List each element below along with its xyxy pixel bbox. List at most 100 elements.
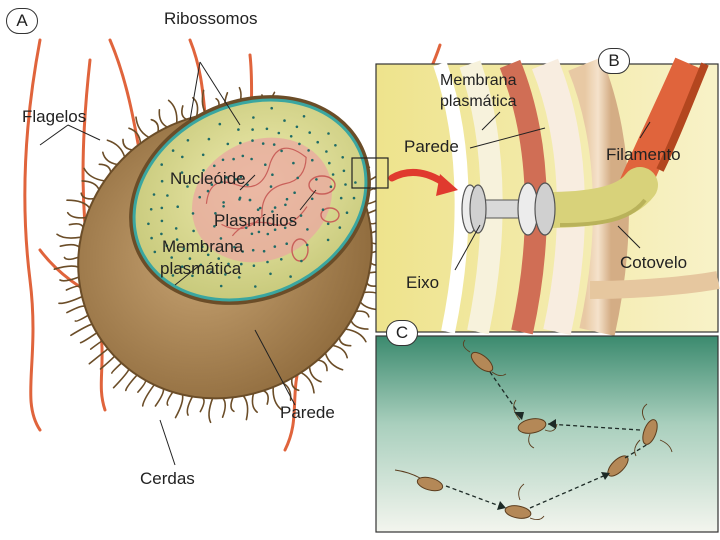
ribosome-dot	[273, 206, 277, 209]
ribosome-dot	[311, 158, 314, 162]
ribosome-dot	[191, 212, 195, 215]
bristle	[65, 285, 81, 291]
ribosome-dot	[270, 106, 274, 110]
ribosome-dot	[221, 158, 225, 162]
bristle	[281, 382, 292, 401]
ribosome-dot	[222, 201, 225, 204]
ribosome-dot	[298, 142, 301, 146]
ribosome-dot	[339, 196, 343, 200]
bristle	[150, 118, 160, 133]
bristle	[122, 138, 134, 151]
ribosome-dot	[345, 211, 349, 214]
inset-box	[351, 157, 389, 189]
ribosome-dot	[166, 194, 169, 197]
bristle	[79, 332, 98, 344]
ribosome-dot	[150, 236, 153, 240]
bristle	[102, 151, 119, 166]
ribosome-dot	[289, 275, 292, 278]
ribosome-dot	[202, 169, 205, 172]
ribosome-dot	[352, 196, 356, 200]
ribosome-dot	[252, 116, 255, 119]
bristle	[300, 371, 315, 394]
ribosome-dot	[191, 274, 194, 278]
ribosome-dot	[325, 150, 328, 153]
ribosome-dot	[232, 157, 235, 161]
ribosome-dot	[206, 253, 210, 257]
ribosome-dot	[326, 238, 330, 242]
ribosome-dot	[186, 185, 189, 188]
ribosome-dot	[326, 222, 330, 226]
ribosome-dot	[241, 154, 245, 158]
ribosome-dot	[295, 125, 299, 129]
ribosome-dot	[292, 161, 295, 165]
ribosome-dot	[210, 270, 213, 274]
bristle	[181, 105, 188, 121]
ribosome-dot	[180, 171, 184, 174]
bristle	[154, 387, 165, 407]
ribosome-dot	[321, 208, 325, 211]
ribosome-dot	[225, 176, 228, 179]
label-plasmidios: Plasmídios	[214, 211, 298, 230]
ribosome-dot	[222, 205, 225, 208]
panel-b	[375, 57, 720, 336]
ribosome-dot	[302, 115, 306, 118]
label-membrana-b-line1: Membrana	[440, 72, 517, 89]
ribosome-dot	[240, 262, 243, 266]
ribosome-dot	[284, 203, 287, 207]
bristle	[166, 391, 174, 406]
ribosome-dot	[266, 260, 269, 264]
ribosome-dot	[271, 210, 274, 213]
bristle	[66, 211, 87, 219]
ribosome-dot	[306, 228, 309, 231]
ribosome-dot	[176, 205, 179, 208]
ribosome-dot	[280, 149, 283, 153]
ribosome-dot	[266, 232, 270, 236]
ribosome-dot	[149, 208, 153, 211]
ribosomes	[147, 106, 357, 288]
bristle	[125, 374, 138, 392]
panel-letter-c: C	[386, 320, 418, 346]
panel-letter-a: A	[6, 8, 38, 34]
ribosome-dot	[261, 142, 265, 145]
label-cerdas: Cerdas	[140, 469, 195, 488]
ribosome-dot	[273, 228, 277, 231]
label-parede-a: Parede	[280, 403, 335, 422]
bristle	[68, 223, 84, 229]
ribosome-dot	[226, 142, 230, 146]
ribosome-dot	[283, 226, 287, 230]
ribosome-dot	[218, 122, 222, 126]
ribosome-dot	[252, 264, 256, 268]
ribosome-dot	[174, 227, 178, 230]
ribosome-dot	[327, 132, 330, 135]
bristle	[112, 368, 130, 389]
ribosome-dot	[250, 157, 253, 161]
nucleoid	[191, 137, 333, 263]
ribosome-dot	[277, 131, 281, 135]
label-membrana-a-line1: Membrana	[162, 237, 244, 256]
ribosome-dot	[262, 249, 266, 253]
bristle	[98, 163, 112, 174]
ribosome-dot	[258, 206, 262, 210]
ribosome-dot	[315, 178, 318, 181]
bristle	[338, 336, 352, 347]
ribosome-dot	[250, 232, 254, 236]
ribosome-dot	[251, 128, 254, 131]
ribosome-dot	[316, 140, 320, 144]
ribosome-dot	[273, 245, 277, 248]
ribosome-dot	[160, 219, 164, 223]
ribosome-dot	[160, 179, 164, 183]
ribosome-dot	[214, 212, 217, 215]
bristle	[272, 386, 283, 411]
ribosome-dot	[213, 164, 216, 168]
ribosome-dot	[152, 193, 156, 196]
ribosome-dot	[289, 135, 293, 138]
ribosome-dot	[341, 156, 345, 159]
bristle	[199, 397, 205, 413]
label-membrana-a-line2: plasmática	[160, 259, 242, 278]
ribosome-dot	[207, 137, 211, 141]
ribosome-dot	[308, 131, 312, 134]
ribosome-dot	[251, 139, 254, 142]
bristle	[66, 199, 91, 209]
bristle	[290, 377, 300, 392]
bristle	[262, 389, 269, 405]
